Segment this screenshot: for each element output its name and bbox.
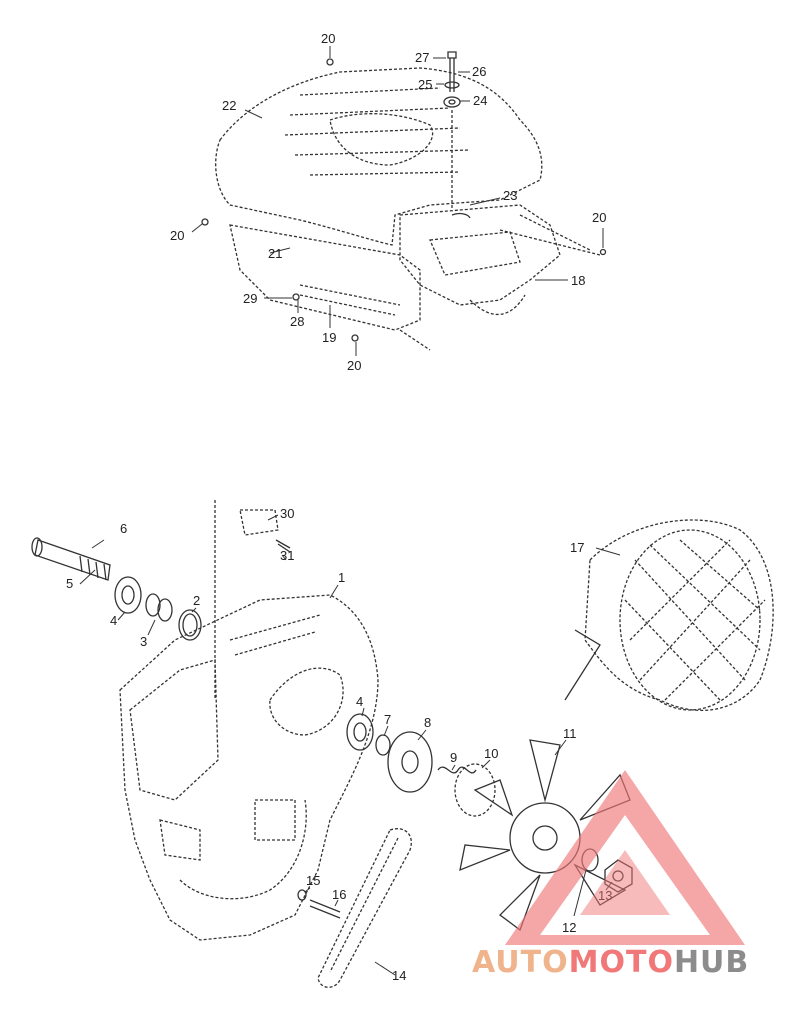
- part-label-9: 9: [450, 750, 457, 765]
- watermark-inner-triangle-icon: [580, 850, 670, 915]
- fan-guard: [564, 519, 774, 712]
- part-label-20-bottom: 20: [347, 358, 361, 373]
- part-label-25: 25: [418, 77, 432, 92]
- part-label-3: 3: [140, 634, 147, 649]
- engine-housing: [119, 500, 379, 941]
- part-label-7: 7: [384, 712, 391, 727]
- part-label-27: 27: [415, 50, 429, 65]
- part-label-26: 26: [472, 64, 486, 79]
- watermark-text-hub: HUB: [674, 945, 749, 980]
- part-label-20: 20: [321, 31, 335, 46]
- part-label-23: 23: [503, 188, 517, 203]
- part-label-17: 17: [570, 540, 584, 555]
- part-label-18: 18: [571, 273, 585, 288]
- part-label-20-left: 20: [170, 228, 184, 243]
- part-label-29: 29: [243, 291, 257, 306]
- part-label-24: 24: [473, 93, 487, 108]
- belt-and-bolt: [297, 828, 412, 988]
- watermark-logo: AUTOMOTOHUB: [472, 770, 749, 980]
- shaft-assembly: [31, 537, 202, 641]
- part-label-10: 10: [484, 746, 498, 761]
- leader-lines-top: [191, 46, 604, 356]
- part-label-4-right: 4: [356, 694, 363, 709]
- watermark-text-auto: AUTO: [472, 945, 569, 980]
- watermark-triangle-icon: [505, 770, 745, 945]
- part-label-14: 14: [392, 968, 406, 983]
- svg-text:AUTOMOTOHUB: AUTOMOTOHUB: [472, 945, 749, 980]
- part-label-6: 6: [120, 521, 127, 536]
- watermark-text-moto: MOTO: [569, 945, 674, 980]
- part-label-30: 30: [280, 506, 294, 521]
- part-label-28: 28: [290, 314, 304, 329]
- part-label-5: 5: [66, 576, 73, 591]
- part-label-12: 12: [562, 920, 576, 935]
- part-label-15: 15: [306, 873, 320, 888]
- part-label-11: 11: [563, 726, 577, 741]
- part-label-2: 2: [193, 593, 200, 608]
- part-label-22: 22: [222, 98, 236, 113]
- part-label-8: 8: [424, 715, 431, 730]
- part-label-20-right: 20: [592, 210, 606, 225]
- part-label-4: 4: [110, 613, 117, 628]
- leader-lines-bottom: [79, 514, 621, 976]
- part-label-19: 19: [322, 330, 336, 345]
- part-label-16: 16: [332, 887, 346, 902]
- part-label-31: 31: [280, 548, 294, 563]
- cover-assembly: [201, 51, 607, 351]
- part-number-labels: 20 27 26 25 24 22 23 20 20 21 18 29 28 1…: [66, 31, 612, 983]
- part-label-21: 21: [268, 246, 282, 261]
- part-label-1: 1: [338, 570, 345, 585]
